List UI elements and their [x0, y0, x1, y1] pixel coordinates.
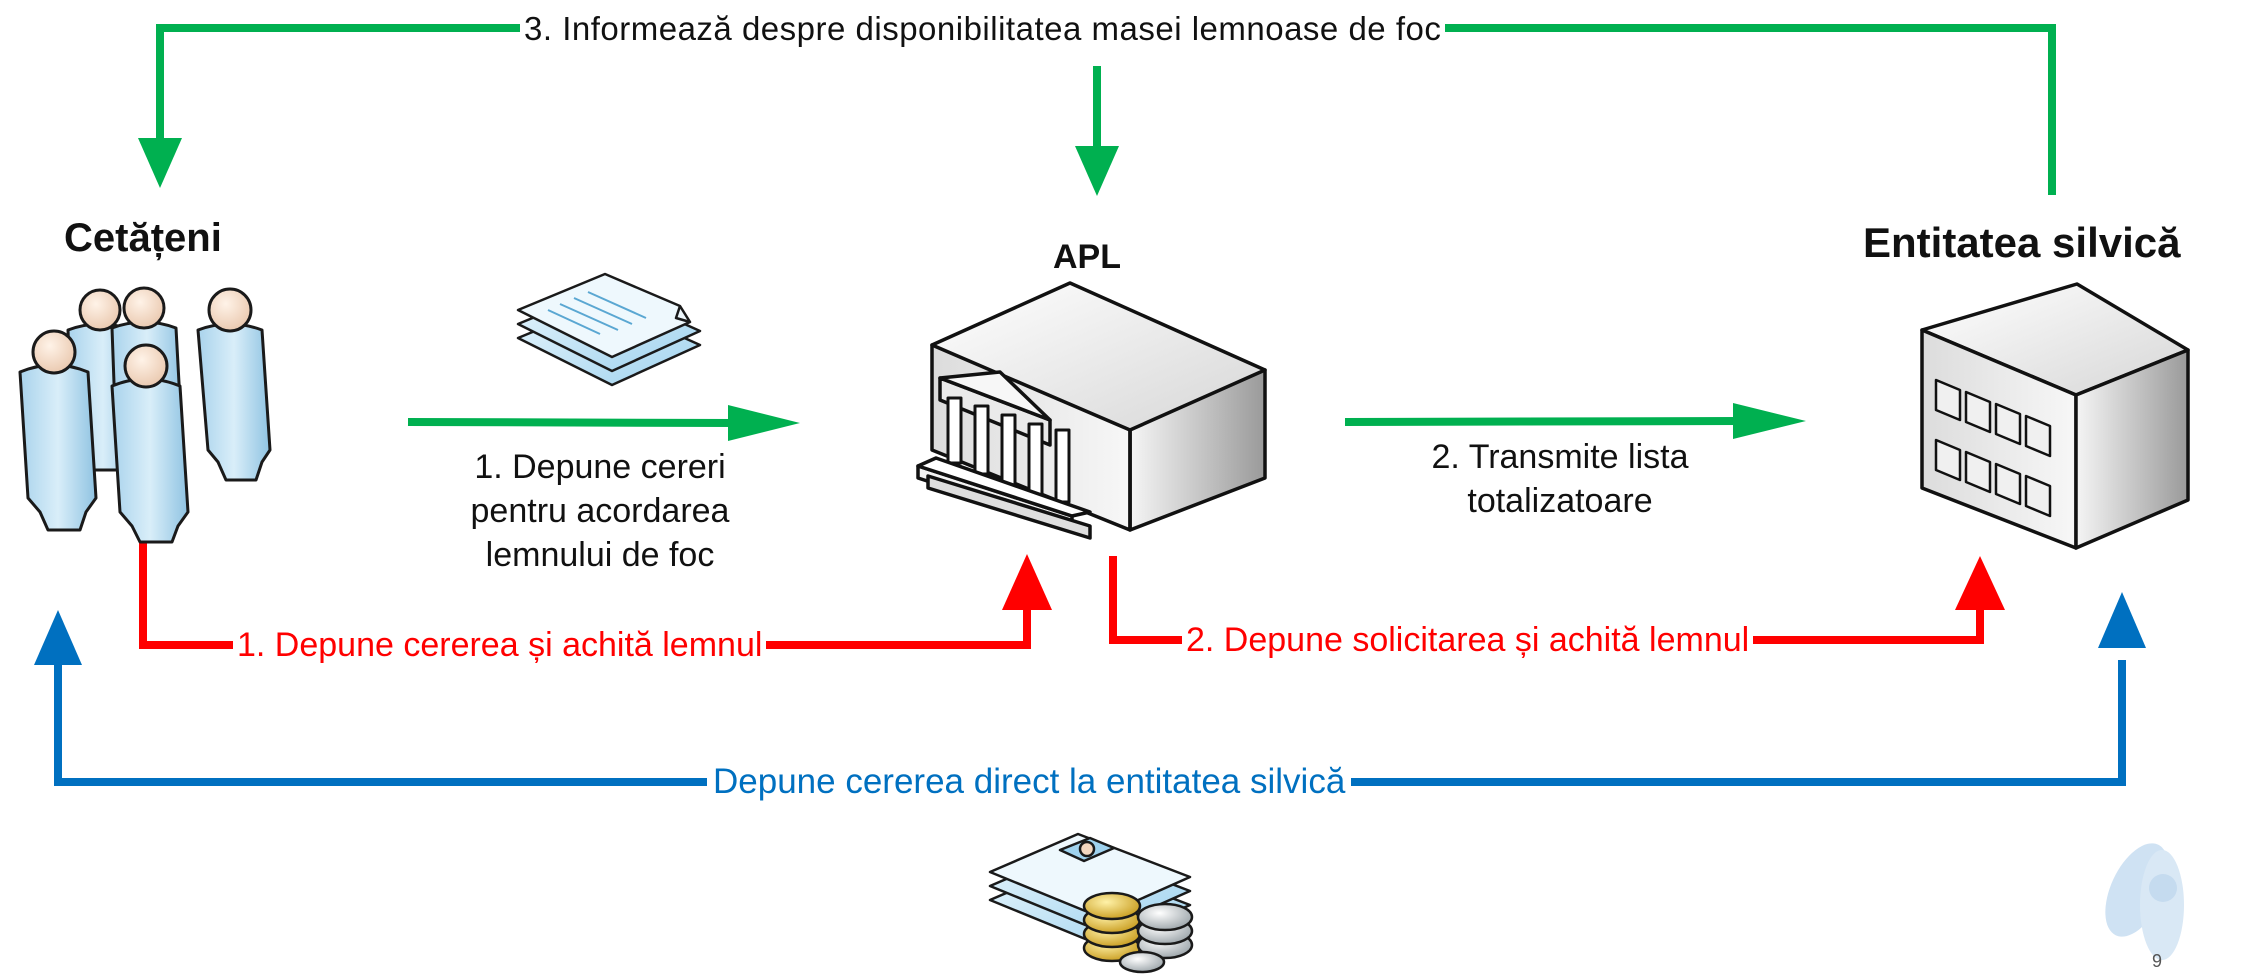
red-arrowhead-apl — [1002, 554, 1052, 610]
blue-arrowhead-entity — [2098, 592, 2146, 648]
green-arrowhead-apl — [1075, 146, 1119, 196]
people-group-icon — [18, 286, 272, 544]
red-arrowhead-entity — [1955, 556, 2005, 610]
documents-coins-icon — [988, 832, 1194, 974]
apl-entity-label: 2. Transmite lista totalizatoare — [1380, 435, 1740, 523]
citizens-title: Cetățeni — [64, 216, 222, 260]
citizens-apl-label: 1. Depune cereri pentru acordarea lemnul… — [420, 445, 780, 578]
citizens-apl-line-3: lemnului de foc — [485, 536, 715, 575]
citizens-apl-line-2: pentru acordarea — [470, 492, 730, 531]
green-arrowhead-citizens — [138, 138, 182, 188]
green-arrow-citizens-apl — [407, 405, 800, 441]
forest-entity-title: Entitatea silvică — [1863, 219, 2181, 266]
green-arrow-apl-entity — [1344, 403, 1806, 439]
apl-title: APL — [1053, 238, 1121, 276]
documents-stack-icon — [516, 272, 702, 387]
top-green-label: 3. Informează despre disponibilitatea ma… — [520, 12, 1446, 45]
red-citizens-apl-label: 1. Depune cererea și achită lemnul — [233, 628, 767, 662]
citizens-apl-line-1: 1. Depune cereri — [474, 448, 726, 486]
government-building-icon — [916, 281, 1267, 540]
office-building-icon — [1920, 282, 2190, 550]
apl-entity-line-2: totalizatoare — [1467, 482, 1653, 521]
blue-direct-label: Depune cererea direct la entitatea silvi… — [707, 764, 1352, 799]
blue-arrowhead-citizens — [34, 610, 82, 665]
red-apl-entity-label: 2. Depune solicitarea și achită lemnul — [1182, 623, 1754, 657]
page-number: 9 — [2152, 951, 2163, 971]
logo-icon — [2105, 843, 2184, 960]
apl-entity-line-1: 2. Transmite lista — [1431, 438, 1689, 476]
